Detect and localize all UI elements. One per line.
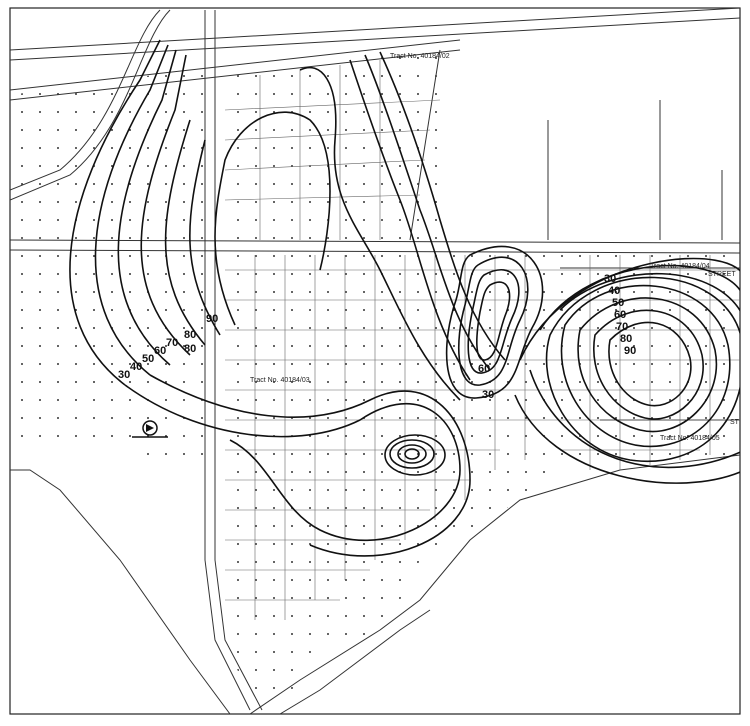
main-street-north-edge <box>10 239 740 244</box>
contour-label-east-50: 50 <box>612 297 624 309</box>
arterial-west-edge <box>204 10 251 711</box>
contour-label-center-30: 30 <box>482 389 494 401</box>
contour-label-west-70: 70 <box>166 337 178 349</box>
highway-edge-2 <box>10 17 740 61</box>
contour-label-east-70: 70 <box>616 321 628 333</box>
contour-label-east-30: 30 <box>604 273 616 285</box>
street-label-east-mid: ST <box>730 419 740 426</box>
contours-center <box>384 245 544 476</box>
contour-label-west-50: 50 <box>142 353 154 365</box>
tract-label-north: Tract No. 40184/02 <box>390 53 450 60</box>
ramp-curve-1 <box>10 9 161 191</box>
highway-edge-1 <box>10 8 740 51</box>
contour-label-center-80: 80 <box>184 343 196 355</box>
contour-label-west-30: 30 <box>118 369 130 381</box>
arterial-east-edge <box>214 10 263 711</box>
south-channel <box>279 609 431 714</box>
contour-label-center-60: 60 <box>478 363 490 375</box>
contour-label-west-40: 40 <box>130 361 142 373</box>
south-west-boundary <box>10 469 231 714</box>
lot-grid <box>224 60 740 620</box>
contours-east <box>514 257 740 484</box>
contour-label-east-60: 60 <box>614 309 626 321</box>
tract-label-west: Tract No. 40184/03 <box>250 377 310 384</box>
tract-label-east-bottom: Tract No. 40184/05 <box>660 435 720 442</box>
contour-label-east-80: 80 <box>620 333 632 345</box>
contour-label-east-40: 40 <box>608 285 620 297</box>
north-arrow <box>132 420 168 438</box>
dotted-area-west <box>10 250 205 470</box>
street-label-east-top: STREET <box>708 271 736 278</box>
contour-label-west-80: 80 <box>184 329 196 341</box>
contour-label-west-90: 90 <box>206 313 218 325</box>
ramp-curve-2 <box>10 9 171 201</box>
south-east-boundary <box>249 454 740 714</box>
diagonal-street <box>409 49 441 241</box>
main-street-south-edge <box>10 249 740 254</box>
highway-edge-4 <box>10 49 461 101</box>
dotted-area-northwest <box>10 60 205 240</box>
dotted-area-subdivision <box>225 250 735 700</box>
contour-label-west-60: 60 <box>154 345 166 357</box>
contour-label-east-90: 90 <box>624 345 636 357</box>
highway-edge-3 <box>10 39 461 91</box>
contours-west <box>69 39 506 557</box>
dotted-area-north <box>225 50 440 240</box>
tract-label-east-top: Tract No. 40184/04 <box>650 263 710 270</box>
